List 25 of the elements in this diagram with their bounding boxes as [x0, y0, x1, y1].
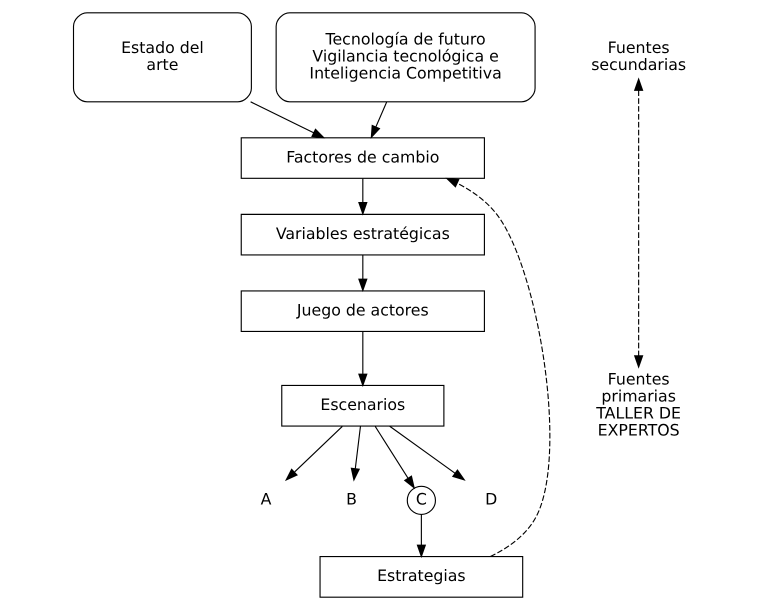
- arrow: [358, 255, 368, 292]
- node-box: Estrategias: [319, 556, 524, 598]
- node-box: Escenarios: [281, 384, 444, 427]
- node-box: Juego de actores: [240, 290, 485, 332]
- arrow: [358, 332, 368, 388]
- arrow: [416, 514, 426, 558]
- node-box: Estado del arte: [72, 12, 252, 102]
- arrow: [445, 178, 550, 558]
- arrow: [374, 426, 416, 490]
- node-text: B: [346, 489, 357, 508]
- arrow: [284, 426, 343, 482]
- arrow: [350, 426, 361, 482]
- arrow: [358, 178, 368, 216]
- node-circle: C: [406, 486, 436, 515]
- node-box: Factores de cambio: [240, 137, 485, 179]
- node-text: A: [260, 489, 272, 508]
- arrow: [389, 426, 466, 481]
- arrow: [634, 77, 644, 369]
- node-text: Fuentes secundarias: [591, 38, 686, 74]
- arrow: [250, 101, 326, 139]
- node-text: Fuentes primarias TALLER DE EXPERTOS: [596, 370, 681, 440]
- arrow: [370, 102, 388, 139]
- node-box: Variables estratégicas: [240, 214, 485, 256]
- node-box: Tecnología de futuro Vigilancia tecnológica e Inteligencia Competitiva: [276, 12, 536, 102]
- node-text: D: [485, 489, 498, 508]
